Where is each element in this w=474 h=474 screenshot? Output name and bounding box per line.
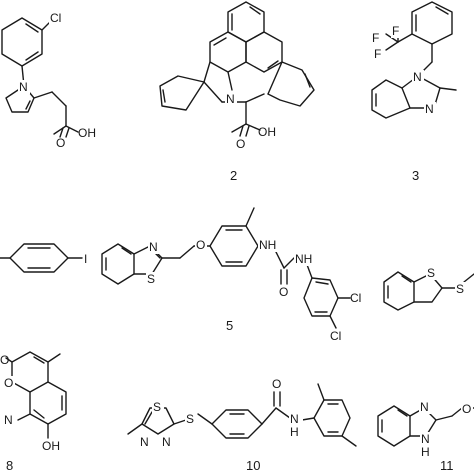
atom-label: S <box>427 266 435 280</box>
atom-label: O <box>0 353 9 367</box>
compound-number: 11 <box>440 458 454 473</box>
atom-label: N <box>226 92 235 106</box>
atom-label: I <box>84 252 87 266</box>
atom-label: N <box>162 435 171 449</box>
atom-label: O <box>272 377 281 391</box>
atom-label: O <box>236 137 245 151</box>
compound-3: F F F N N 3 <box>371 1 457 183</box>
atom-label: S <box>147 272 155 286</box>
atom-label: S <box>153 400 161 414</box>
atom-label: Cl <box>330 329 341 343</box>
compound-8: O O N OH 8 <box>0 351 67 473</box>
atom-label: Cl <box>350 291 361 305</box>
compound-10: S S N N O N H 10 <box>127 377 357 473</box>
atom-label: N <box>19 80 28 94</box>
atom-label: OH <box>42 439 60 453</box>
atom-label: N <box>149 240 158 254</box>
compound-5: N S O NH O NH Cl Cl 5 <box>101 207 361 343</box>
atom-label: F <box>392 24 399 38</box>
compound-number: 3 <box>412 168 419 183</box>
atom-label: F <box>372 31 379 45</box>
atom-label: N <box>413 70 422 84</box>
atom-label: O <box>56 136 65 150</box>
atom-label: F <box>374 47 381 61</box>
atom-label: H <box>421 445 430 459</box>
compound-number: 2 <box>230 168 237 183</box>
atom-label: O <box>279 285 288 299</box>
compound-6: S S <box>383 266 474 311</box>
compound-1: Cl N O OH <box>1 10 96 150</box>
atom-label: O <box>196 238 205 252</box>
atom-label: NH <box>259 238 276 252</box>
compound-4: I <box>0 243 87 273</box>
compound-number: 5 <box>226 318 233 333</box>
compound-number: 10 <box>246 458 260 473</box>
atom-label: N <box>4 413 13 427</box>
atom-label: Cl <box>50 11 61 25</box>
compound-2: N O OH 2 <box>159 1 315 183</box>
atom-label: N <box>140 435 149 449</box>
atom-label: O <box>462 402 471 416</box>
atom-label: N <box>421 432 430 446</box>
atom-label: N <box>290 412 299 426</box>
compound-11: N N H O 11 <box>377 400 474 473</box>
atom-label: N <box>420 400 429 414</box>
atom-label: O <box>4 376 13 390</box>
atom-label: N <box>425 102 434 116</box>
atom-label: H <box>290 425 299 439</box>
atom-label: OH <box>78 126 96 140</box>
compound-number: 8 <box>6 458 13 473</box>
atom-label: S <box>186 412 194 426</box>
atom-label: OH <box>258 125 276 139</box>
atom-label: S <box>456 282 464 296</box>
atom-label: NH <box>295 252 312 266</box>
